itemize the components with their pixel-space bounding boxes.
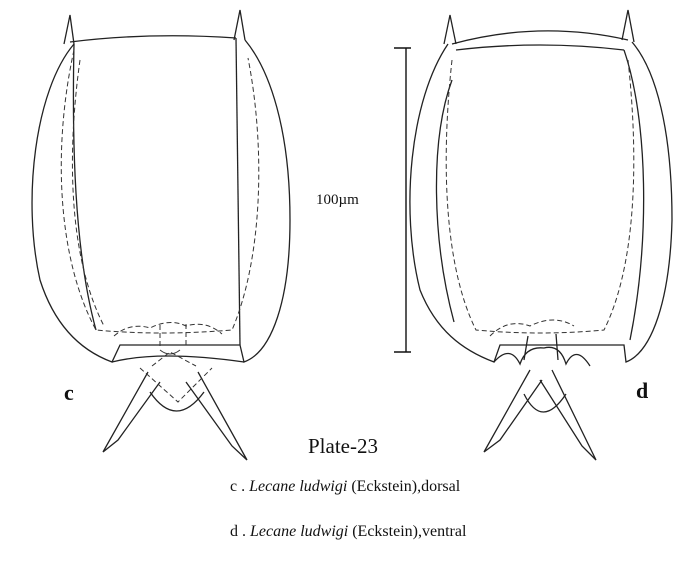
d-left-spine <box>443 14 457 45</box>
caption-d-suffix: (Eckstein),ventral <box>348 523 467 540</box>
d-foot-plate <box>493 346 591 367</box>
scale-bar <box>394 47 411 353</box>
specimen-c-dorsal-drawing <box>31 9 291 461</box>
c-left-spine <box>63 14 75 45</box>
d-right-toe <box>539 369 597 461</box>
c-foot-notch <box>159 349 181 355</box>
d-right-spine <box>621 9 635 43</box>
d-head-margin <box>451 30 629 45</box>
c-ventral-plate-dashed <box>60 49 260 334</box>
caption-c-species: Lecane ludwigi <box>249 478 348 495</box>
caption-c: c . Lecane ludwigi (Eckstein),dorsal <box>230 478 460 496</box>
c-left-toe <box>102 371 161 453</box>
c-inner-right <box>235 37 241 346</box>
d-inner-right <box>623 49 645 341</box>
c-toe-base-dashed <box>139 351 213 403</box>
d-head-inner <box>455 44 625 51</box>
caption-d-species: Lecane ludwigi <box>250 523 349 540</box>
c-right-spine <box>233 9 246 41</box>
d-lorica-outline <box>409 41 673 363</box>
d-left-toe <box>483 369 543 453</box>
c-posterior-lobes <box>113 322 223 337</box>
figure-label-d: d <box>636 378 649 403</box>
figure-label-c: c <box>64 380 74 405</box>
d-ventral-plate-dashed <box>445 59 635 334</box>
d-foot-ridges <box>523 333 559 361</box>
c-lorica-outline <box>31 39 291 363</box>
caption-c-suffix: (Eckstein),dorsal <box>347 478 461 495</box>
c-posterior-ridges <box>159 324 187 348</box>
specimen-d-ventral-drawing <box>409 9 673 461</box>
scale-bar-label: 100µm <box>316 192 359 208</box>
c-foot-lobe <box>149 391 205 412</box>
c-foot-margin <box>111 355 245 363</box>
caption-c-prefix: c . <box>230 478 250 495</box>
caption-d-prefix: d . <box>230 523 250 540</box>
d-inner-left <box>435 79 455 323</box>
c-inner-left <box>72 43 97 331</box>
d-foot-lobe <box>523 393 567 413</box>
d-posterior-lobes <box>489 319 575 337</box>
c-ventral-inner-dashed <box>71 59 105 327</box>
plate-title: Plate-23 <box>308 434 378 458</box>
c-right-toe <box>185 371 248 461</box>
c-head-margin <box>69 35 237 43</box>
caption-d: d . Lecane ludwigi (Eckstein),ventral <box>230 523 466 541</box>
